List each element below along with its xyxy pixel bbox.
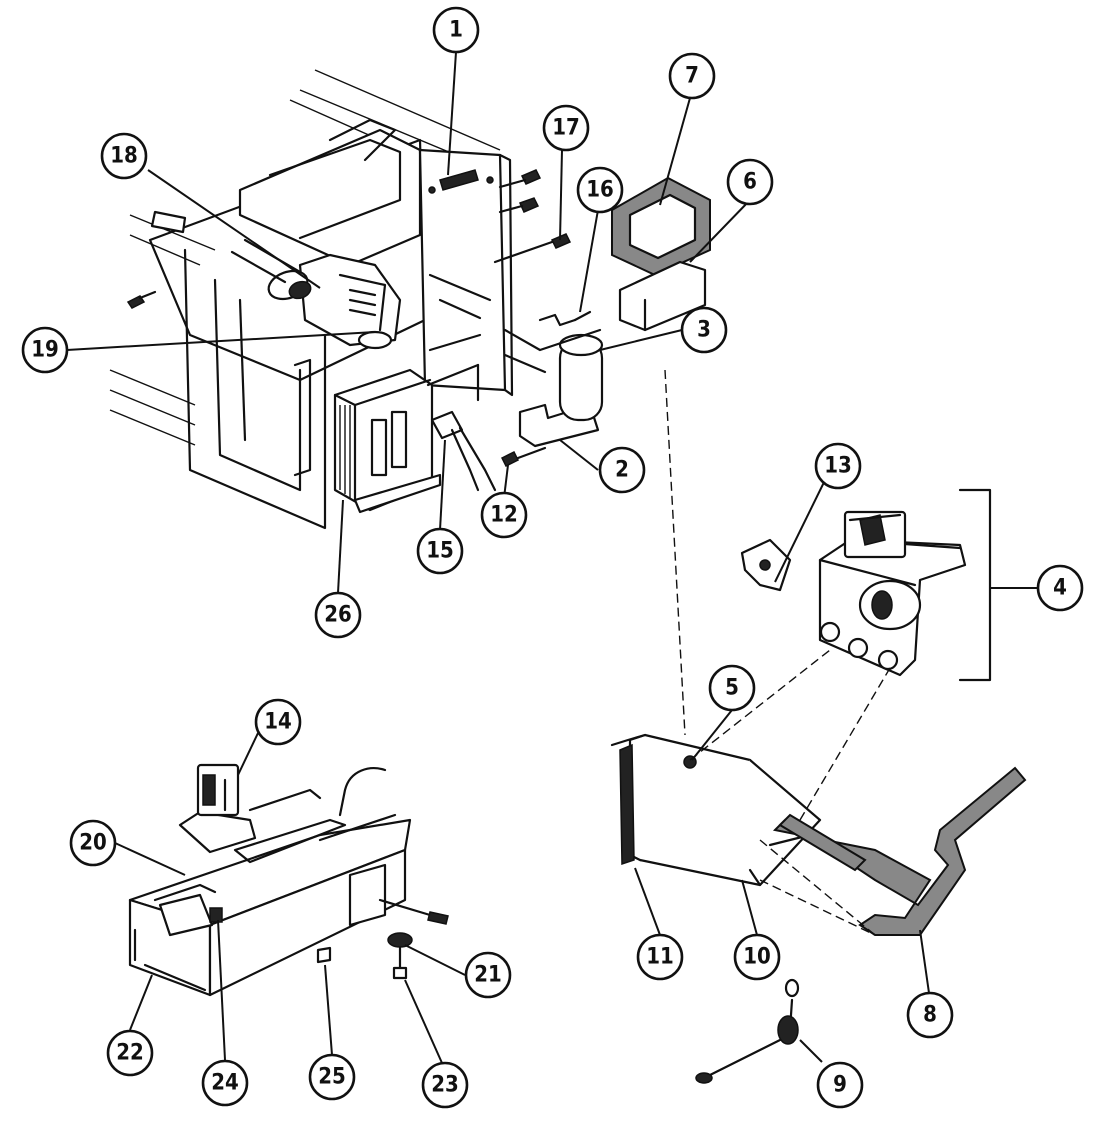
callout-22-label: 22 <box>116 1041 144 1066</box>
callout-15: 15 <box>416 527 464 575</box>
callout-18: 18 <box>100 132 148 180</box>
callout-9: 9 <box>816 1061 864 1109</box>
callout-3: 3 <box>680 306 728 354</box>
callout-10: 10 <box>733 933 781 981</box>
callout-25: 25 <box>308 1053 356 1101</box>
callout-24: 24 <box>201 1059 249 1107</box>
callout-26-label: 26 <box>324 603 352 628</box>
callout-18-label: 18 <box>110 144 138 169</box>
callout-11-label: 11 <box>646 945 674 970</box>
callout-6-label: 6 <box>743 170 757 195</box>
callout-23-label: 23 <box>431 1073 459 1098</box>
callout-25-label: 25 <box>318 1065 346 1090</box>
callout-2: 2 <box>598 446 646 494</box>
callout-5-label: 5 <box>725 676 739 701</box>
callout-5: 5 <box>708 664 756 712</box>
callout-15-label: 15 <box>426 539 454 564</box>
callout-19: 19 <box>21 326 69 374</box>
callout-23: 23 <box>421 1061 469 1109</box>
callout-26: 26 <box>314 591 362 639</box>
callout-1: 1 <box>432 6 480 54</box>
callout-10-label: 10 <box>743 945 771 970</box>
callout-16-label: 16 <box>586 178 614 203</box>
callout-21: 21 <box>464 951 512 999</box>
callout-24-label: 24 <box>211 1071 239 1096</box>
callout-14: 14 <box>254 698 302 746</box>
chassis-assembly <box>109 69 604 530</box>
callout-6: 6 <box>726 158 774 206</box>
callout-8: 8 <box>906 991 954 1039</box>
callout-4-label: 4 <box>1053 576 1067 601</box>
screw-group <box>493 169 572 264</box>
callout-4: 4 <box>1036 564 1084 612</box>
callout-19-label: 19 <box>31 338 59 363</box>
callout-20: 20 <box>69 819 117 867</box>
callout-7: 7 <box>668 52 716 100</box>
callout-21-label: 21 <box>474 963 502 988</box>
waveguide-cover-group <box>611 176 711 332</box>
callout-20-label: 20 <box>79 831 107 856</box>
callout-17-label: 17 <box>552 116 580 141</box>
callout-2-label: 2 <box>615 458 629 483</box>
callout-14-label: 14 <box>264 710 292 735</box>
callout-12-label: 12 <box>490 503 518 528</box>
callout-1-label: 1 <box>449 18 463 43</box>
callout-13: 13 <box>814 442 862 490</box>
callout-22: 22 <box>106 1029 154 1077</box>
control-assembly <box>128 763 449 997</box>
callout-11: 11 <box>636 933 684 981</box>
callout-12: 12 <box>480 491 528 539</box>
callout-3-label: 3 <box>697 318 711 343</box>
callout-13-label: 13 <box>824 454 852 479</box>
callout-7-label: 7 <box>685 64 699 89</box>
callout-8-label: 8 <box>923 1003 937 1028</box>
leader-lines <box>66 51 1038 1064</box>
hv-assembly <box>610 369 1027 1084</box>
callout-9-label: 9 <box>833 1073 847 1098</box>
callout-17: 17 <box>542 104 590 152</box>
callout-16: 16 <box>576 166 624 214</box>
